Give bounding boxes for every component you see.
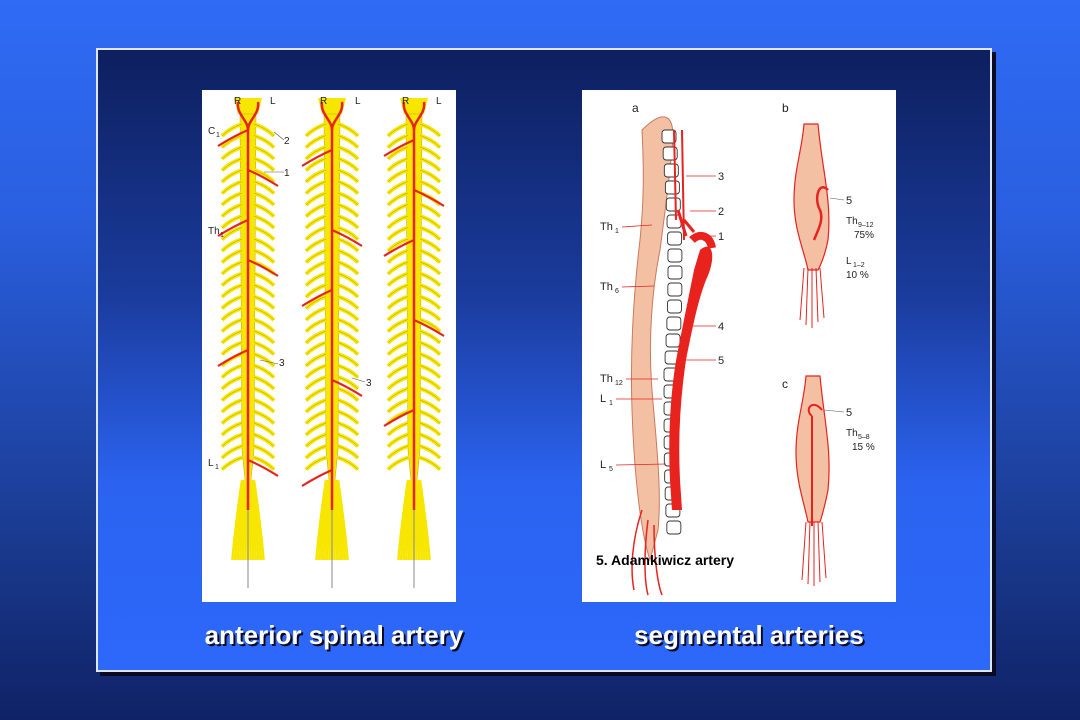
label-c1: C — [208, 126, 215, 137]
label-3-b: 3 — [366, 378, 372, 389]
adamkiewicz-note: 5. Adamkiwicz artery — [596, 552, 734, 568]
vertebra — [664, 180, 680, 195]
level-th6-sub: 6 — [615, 288, 619, 295]
label-r-2: R — [320, 96, 327, 107]
label-l: L — [270, 96, 276, 107]
level-l1-sub: 1 — [609, 400, 613, 407]
caption-anterior-spinal-artery: anterior spinal artery — [204, 620, 464, 650]
label-l-3: L — [436, 96, 442, 107]
vertebra — [663, 163, 679, 178]
vertebra — [665, 197, 681, 212]
vertebra — [667, 231, 683, 246]
level-l1: L — [600, 393, 606, 405]
label-3: 3 — [279, 358, 285, 369]
stat-b-sub-a: 9–12 — [858, 222, 874, 229]
stat-c-level-a: Th — [846, 428, 858, 439]
num-3: 3 — [718, 171, 724, 183]
level-th1-sub: 1 — [615, 228, 619, 235]
stat-b-level-a: Th — [846, 216, 858, 227]
label-1: 1 — [284, 168, 290, 179]
slide-frame: R L R L R L C 1 2 1 Th 1 3 3 L 1 a — [96, 48, 992, 672]
anterior-spinal-artery-figure: R L R L R L C 1 2 1 Th 1 3 3 L 1 — [202, 90, 456, 602]
segmental-arteries-figure: a Th 1 Th 6 Th 12 L 1 L 5 3 2 — [582, 90, 896, 602]
level-l5-sub: 5 — [609, 466, 613, 473]
vertebra — [665, 333, 681, 348]
vertebra — [667, 299, 682, 314]
label-r-3: R — [402, 96, 409, 107]
spinal-cord-2 — [301, 98, 363, 588]
section-c-label: c — [782, 377, 788, 391]
label-th1-sub: 1 — [220, 232, 224, 239]
label-2: 2 — [284, 136, 290, 147]
section-b-label: b — [782, 101, 789, 115]
spinal-cord-3 — [383, 98, 445, 588]
vertebra — [667, 265, 683, 280]
stat-c-num: 5 — [846, 407, 852, 419]
spinal-cord-1 — [217, 98, 279, 588]
segmental-arteries-illustration: a Th 1 Th 6 Th 12 L 1 L 5 3 2 — [600, 101, 875, 596]
num-4: 4 — [718, 321, 724, 333]
stat-b-num: 5 — [846, 195, 852, 207]
level-th6: Th — [600, 281, 613, 293]
stat-c-pct-a: 15 % — [852, 442, 875, 453]
stat-b-level-b: L — [846, 256, 852, 267]
stat-b-pct-b: 10 % — [846, 270, 869, 281]
level-l5: L — [600, 459, 606, 471]
vertebra — [666, 520, 682, 535]
vertebra — [667, 248, 683, 263]
spinal-cord-illustration: R L R L R L C 1 2 1 Th 1 3 3 L 1 — [208, 96, 445, 588]
label-l-2: L — [355, 96, 361, 107]
num-5: 5 — [718, 355, 724, 367]
level-th12: Th — [600, 373, 613, 385]
num-2: 2 — [718, 206, 724, 218]
label-l1: L — [208, 458, 214, 469]
stat-c-sub-a: 5–8 — [858, 434, 870, 441]
level-th1: Th — [600, 221, 613, 233]
stat-b-pct-a: 75% — [854, 230, 874, 241]
level-th12-sub: 12 — [615, 380, 623, 387]
stat-b-sub-b: 1–2 — [853, 262, 865, 269]
aorta — [669, 246, 713, 510]
num-1: 1 — [718, 231, 724, 243]
label-r: R — [234, 96, 241, 107]
label-th1: Th — [208, 226, 220, 237]
vertebra — [666, 316, 682, 331]
vertebra — [667, 282, 683, 297]
vertebra — [661, 129, 677, 144]
label-c1-sub: 1 — [216, 132, 220, 139]
cord-segment-b — [793, 123, 830, 271]
label-l1-sub: 1 — [215, 464, 219, 471]
caption-segmental-arteries: segmental arteries — [634, 620, 864, 650]
section-a-label: a — [632, 101, 639, 115]
